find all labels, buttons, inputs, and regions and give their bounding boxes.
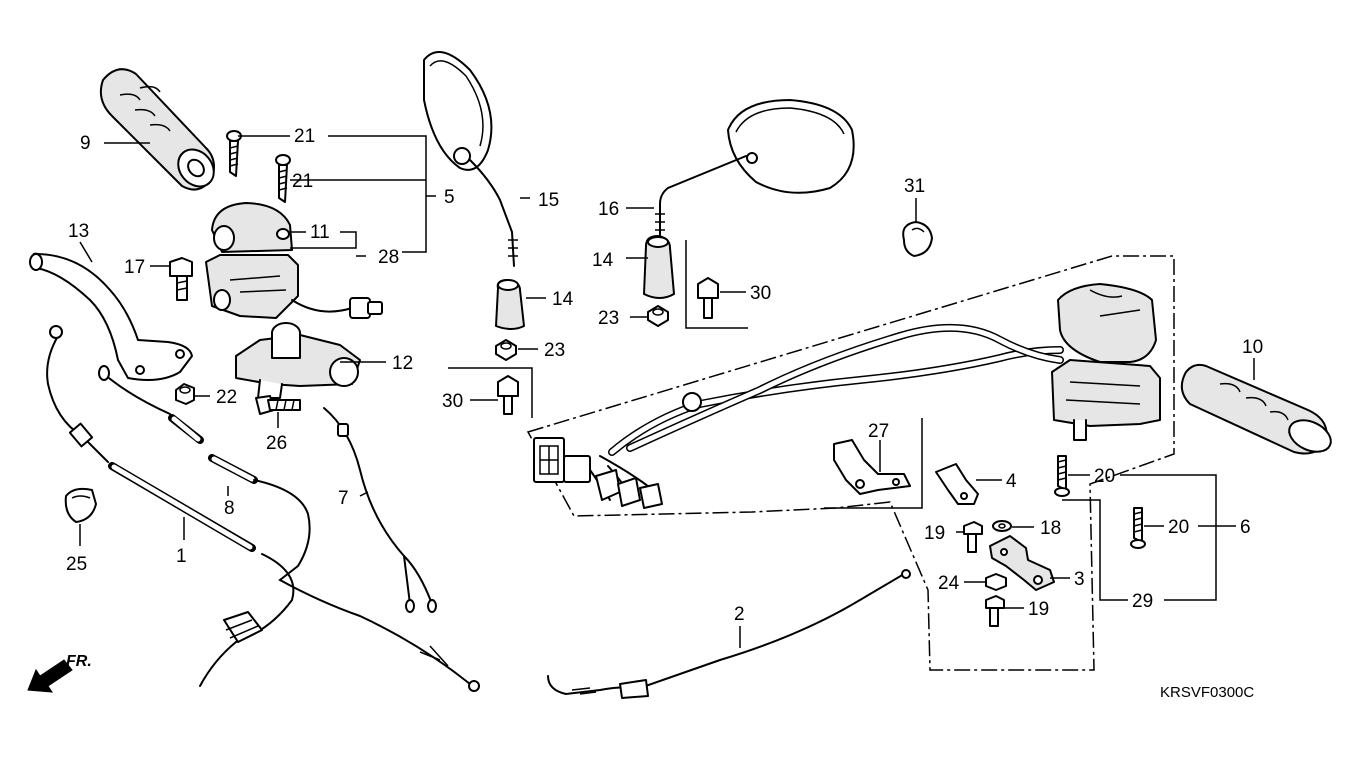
part-nut-23-left — [495, 339, 517, 361]
callout-19-lower: 19 — [1028, 599, 1049, 620]
part-screw-21-lower — [275, 154, 291, 203]
part-bolt-30-left — [497, 375, 519, 415]
callout-4: 4 — [1006, 471, 1017, 492]
front-direction-label: FR. — [66, 653, 92, 670]
callout-31: 31 — [904, 176, 925, 197]
callout-30-left: 30 — [442, 391, 463, 412]
callout-8: 8 — [224, 498, 235, 519]
callout-23-left: 23 — [544, 340, 565, 361]
callout-25: 25 — [66, 554, 87, 575]
callout-15: 15 — [538, 190, 559, 211]
callout-20-upper: 20 — [1094, 466, 1115, 487]
callout-1: 1 — [176, 546, 187, 567]
callout-14-left: 14 — [552, 289, 574, 310]
part-right-grip — [1180, 363, 1332, 455]
part-left-grip — [99, 68, 215, 191]
part-nut-23-right — [647, 305, 669, 327]
callout-26: 26 — [266, 433, 287, 454]
callout-18: 18 — [1040, 518, 1061, 539]
part-switch-wire — [323, 407, 437, 613]
callout-22: 22 — [216, 387, 237, 408]
callout-numbers: 9 21 21 5 15 11 28 13 17 12 22 26 8 1 25… — [66, 126, 1263, 625]
front-direction-arrow: FR. — [27, 653, 92, 693]
callout-24: 24 — [938, 573, 960, 594]
part-left-switch-housing — [205, 202, 383, 319]
part-throttle-cable — [98, 365, 480, 692]
callout-21-lower: 21 — [292, 171, 313, 192]
part-stay-27 — [833, 439, 911, 495]
callout-2: 2 — [734, 604, 745, 625]
part-bolt-17 — [169, 257, 193, 301]
callout-20-lower: 20 — [1168, 517, 1189, 538]
part-screw-20-lower — [1130, 507, 1146, 549]
part-boot-14-left — [495, 279, 525, 330]
callout-28: 28 — [378, 247, 399, 268]
callout-12: 12 — [392, 353, 413, 374]
part-screw-19-upper — [963, 521, 983, 553]
callout-29: 29 — [1132, 591, 1153, 612]
part-screw-20-upper — [1054, 455, 1070, 497]
callout-13: 13 — [68, 221, 89, 242]
callout-6: 6 — [1240, 517, 1251, 538]
callout-14-right: 14 — [592, 250, 614, 271]
callout-27: 27 — [868, 421, 889, 442]
part-clip-25 — [64, 487, 97, 523]
part-right-switch-wiring — [533, 283, 1161, 509]
part-cable-2 — [547, 569, 911, 699]
callout-10: 10 — [1242, 337, 1263, 358]
callout-16: 16 — [598, 199, 619, 220]
callout-19-upper: 19 — [924, 523, 945, 544]
part-screw-19-lower — [985, 595, 1005, 627]
callout-9: 9 — [80, 133, 91, 154]
part-clamp-3 — [989, 535, 1055, 591]
part-lever-bracket — [235, 322, 361, 399]
callout-11: 11 — [310, 222, 330, 243]
bracket-27 — [824, 418, 923, 509]
callout-5: 5 — [444, 187, 455, 208]
assembly-outline-29 — [526, 255, 1175, 671]
part-washer-18 — [992, 520, 1012, 532]
bracket-30-left — [448, 367, 533, 418]
leader-lines — [79, 135, 1255, 648]
callout-3: 3 — [1074, 569, 1085, 590]
bracket-30-right — [685, 240, 748, 329]
part-clutch-cable — [46, 325, 295, 687]
part-screw-21-upper — [226, 130, 242, 177]
part-right-mirror — [655, 99, 855, 237]
diagram-code: KRSVF0300C — [1160, 684, 1254, 701]
part-bolt-26 — [255, 395, 301, 415]
callout-17: 17 — [124, 257, 145, 278]
part-boot-14-right — [643, 235, 675, 299]
part-band-31 — [902, 221, 933, 257]
callout-23-right: 23 — [598, 308, 619, 329]
part-stay-4 — [935, 463, 979, 505]
callout-7: 7 — [338, 488, 349, 509]
callout-21-upper: 21 — [294, 126, 315, 147]
callout-30-right: 30 — [750, 283, 771, 304]
part-nut-22 — [175, 383, 195, 405]
part-nut-24 — [985, 573, 1007, 591]
part-bolt-30-right — [697, 277, 719, 319]
part-clutch-lever — [29, 252, 193, 381]
part-left-mirror — [423, 51, 518, 267]
